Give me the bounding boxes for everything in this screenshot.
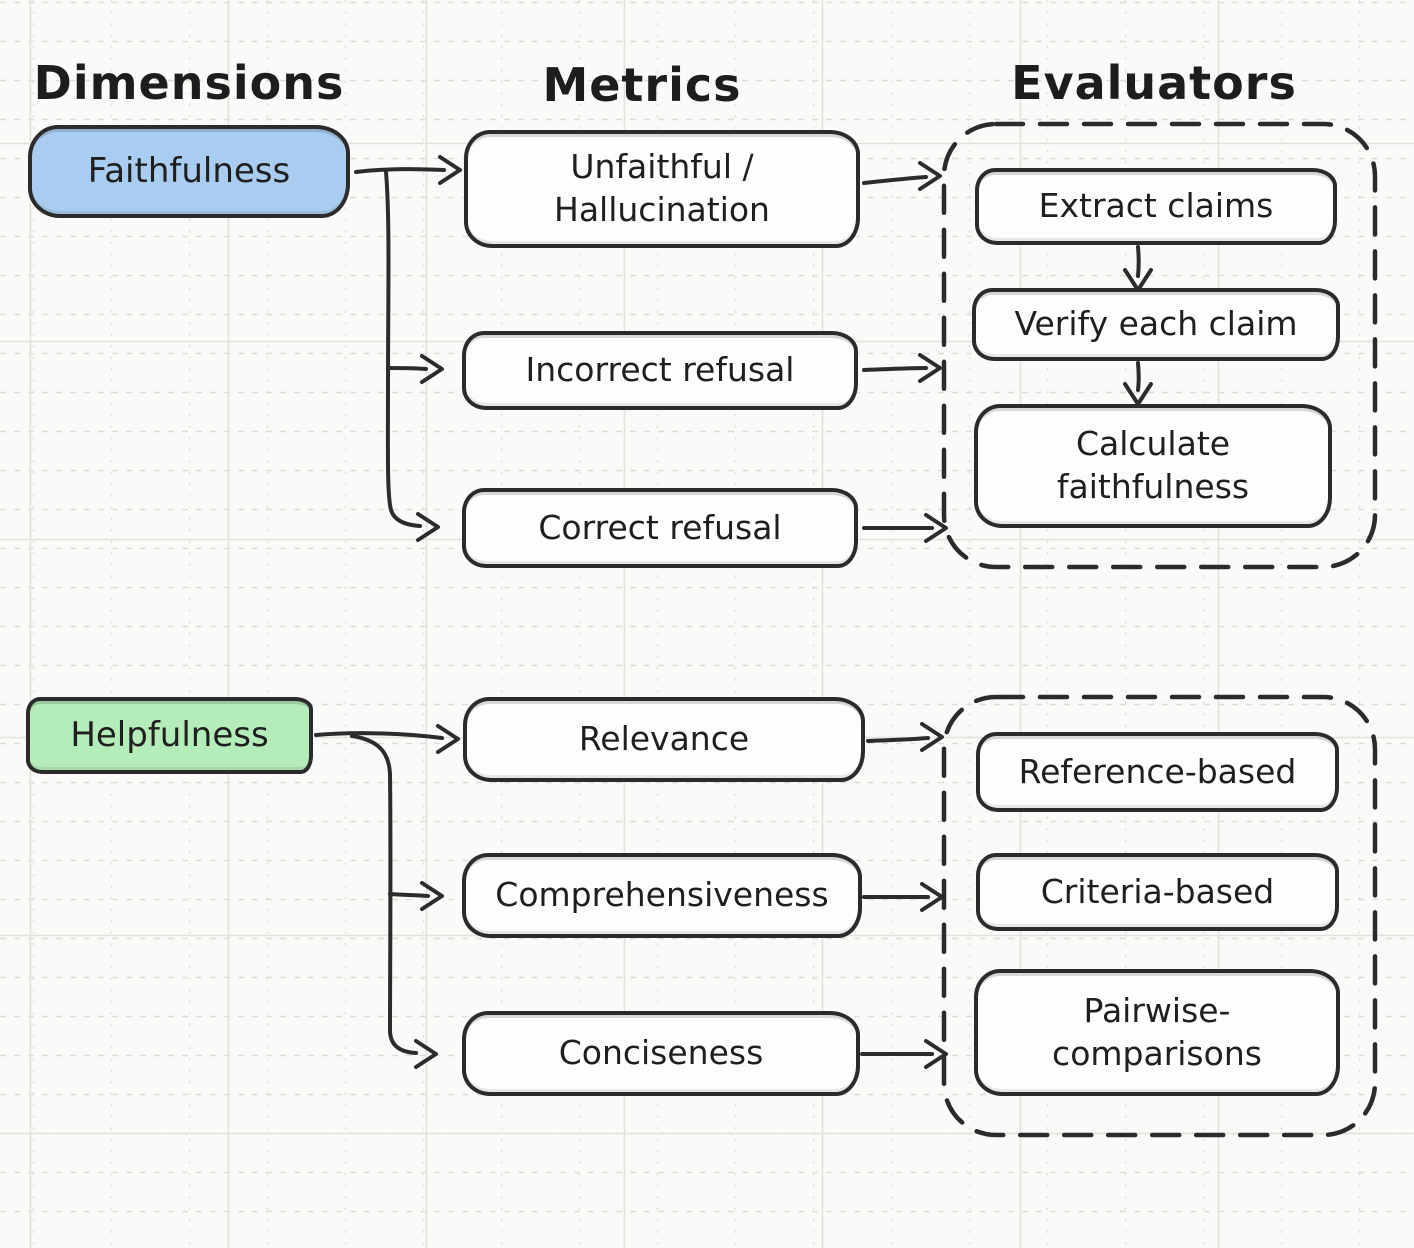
metric-label: Comprehensiveness (495, 875, 829, 915)
arrow-unfaithful-to-evaluators (862, 161, 942, 191)
arrow-helpfulness-to-relevance (314, 724, 460, 754)
dimension-faithfulness: Faithfulness (28, 125, 350, 218)
evaluator-label: Criteria-based (1040, 871, 1275, 911)
metric-label: Incorrect refusal (525, 350, 795, 390)
evaluator-reference-based: Reference-based (976, 732, 1339, 812)
dimension-helpfulness: Helpfulness (26, 697, 313, 774)
metric-unfaithful-hallucination: Unfaithful / Hallucination (464, 130, 860, 248)
arrow-faithfulness-to-unfaithful (354, 155, 462, 185)
arrow-correct-to-evaluators (862, 513, 948, 543)
arrow-relevance-to-evaluators (866, 722, 944, 752)
metric-label: Relevance (578, 719, 750, 759)
arrow-branch-to-comprehensiveness (388, 881, 444, 911)
arrow-verify-to-calculate (1123, 361, 1153, 406)
evaluator-label: Calculate faithfulness (1056, 424, 1250, 506)
arrow-helpfulness-branch-trunk (350, 734, 438, 1069)
evaluator-calculate-faithfulness: Calculate faithfulness (974, 404, 1332, 528)
arrow-comprehensiveness-to-evaluators (862, 882, 944, 912)
column-header-dimensions: Dimensions (33, 56, 345, 110)
metric-label: Conciseness (558, 1033, 764, 1073)
arrow-branch-to-incorrect-refusal (386, 354, 444, 384)
evaluator-verify-each-claim: Verify each claim (972, 288, 1340, 361)
dimension-helpfulness-label: Helpfulness (70, 715, 269, 756)
evaluator-criteria-based: Criteria-based (976, 853, 1339, 931)
metric-conciseness: Conciseness (462, 1011, 860, 1096)
arrow-incorrect-to-evaluators (862, 353, 942, 383)
evaluator-group-faithfulness-frame (941, 121, 1378, 570)
arrow-conciseness-to-evaluators (860, 1039, 948, 1069)
evaluator-extract-claims: Extract claims (975, 168, 1337, 245)
column-header-evaluators: Evaluators (1011, 56, 1297, 110)
arrow-extract-to-verify (1123, 245, 1153, 292)
evaluator-label: Pairwise-comparisons (1052, 990, 1262, 1073)
metric-incorrect-refusal: Incorrect refusal (462, 331, 858, 410)
evaluator-label: Verify each claim (1014, 304, 1298, 344)
evaluator-group-helpfulness-frame (941, 694, 1378, 1138)
evaluator-label: Reference-based (1018, 751, 1297, 791)
metric-label: Correct refusal (538, 507, 782, 547)
metric-label: Unfaithful / Hallucination (554, 147, 770, 229)
arrow-faithfulness-branch-trunk (384, 170, 440, 542)
metric-comprehensiveness: Comprehensiveness (462, 853, 862, 938)
metric-relevance: Relevance (463, 697, 865, 782)
evaluator-label: Extract claims (1038, 186, 1274, 226)
metric-correct-refusal: Correct refusal (462, 488, 858, 568)
evaluator-pairwise-comparisons: Pairwise-comparisons (974, 969, 1340, 1096)
column-header-metrics: Metrics (542, 58, 742, 112)
dimension-faithfulness-label: Faithfulness (87, 151, 291, 192)
